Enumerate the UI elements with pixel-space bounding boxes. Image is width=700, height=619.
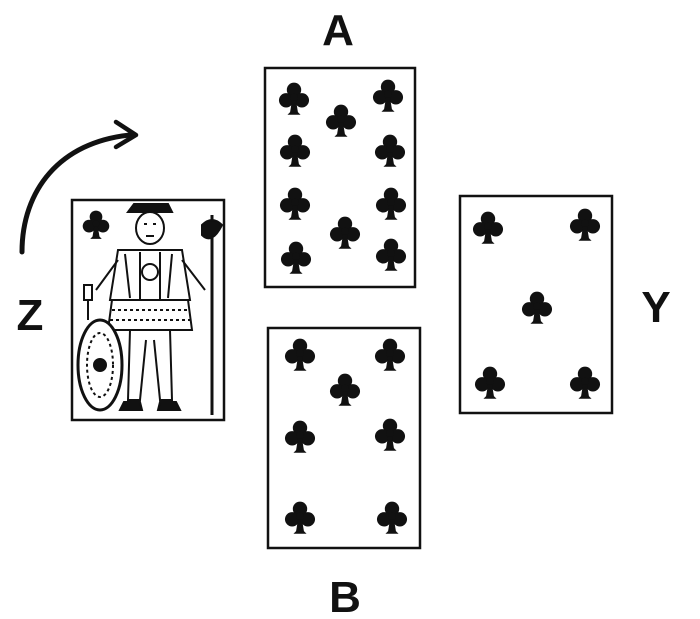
card-z-jack-of-clubs bbox=[70, 198, 226, 422]
label-b: B bbox=[329, 573, 361, 619]
card-y-five-of-clubs bbox=[458, 194, 614, 415]
jack-figure bbox=[76, 203, 224, 415]
curved-arrow-icon bbox=[19, 119, 139, 255]
card-b-seven-of-clubs bbox=[266, 326, 422, 550]
card-a-ten-of-clubs bbox=[263, 66, 417, 289]
label-a: A bbox=[322, 6, 354, 55]
label-z: Z bbox=[17, 291, 44, 340]
label-y: Y bbox=[641, 283, 670, 332]
